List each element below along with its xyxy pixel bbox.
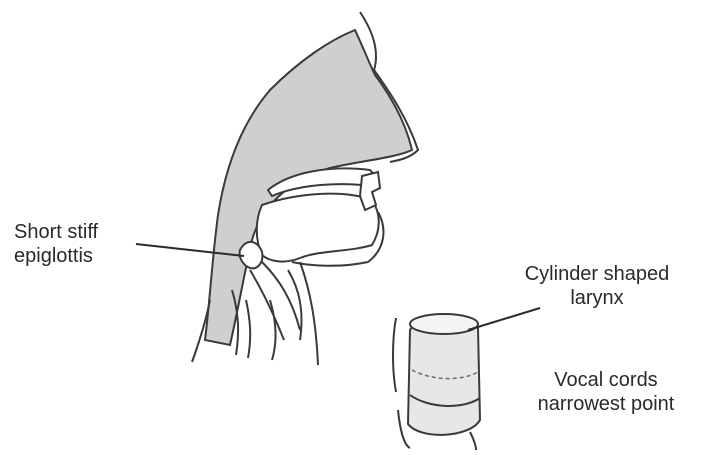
larynx-label: Cylinder shaped larynx xyxy=(508,262,686,310)
larynx-leader-line xyxy=(468,308,540,330)
teeth xyxy=(360,172,380,210)
larynx-label-line1: Cylinder shaped xyxy=(508,262,686,286)
vocal-cords-label-line2: narrowest point xyxy=(522,392,690,416)
epiglottis-label: Short stiff epiglottis xyxy=(14,220,98,268)
epiglottis-label-line2: epiglottis xyxy=(14,244,98,268)
airway-shading xyxy=(205,30,412,345)
vocal-cords-label-line1: Vocal cords xyxy=(522,368,690,392)
tongue xyxy=(257,194,379,262)
vocal-cords-label: Vocal cords narrowest point xyxy=(522,368,690,416)
larynx-label-line2: larynx xyxy=(508,286,686,310)
larynx-cylinder xyxy=(393,314,480,450)
epiglottis-label-line1: Short stiff xyxy=(14,220,98,244)
